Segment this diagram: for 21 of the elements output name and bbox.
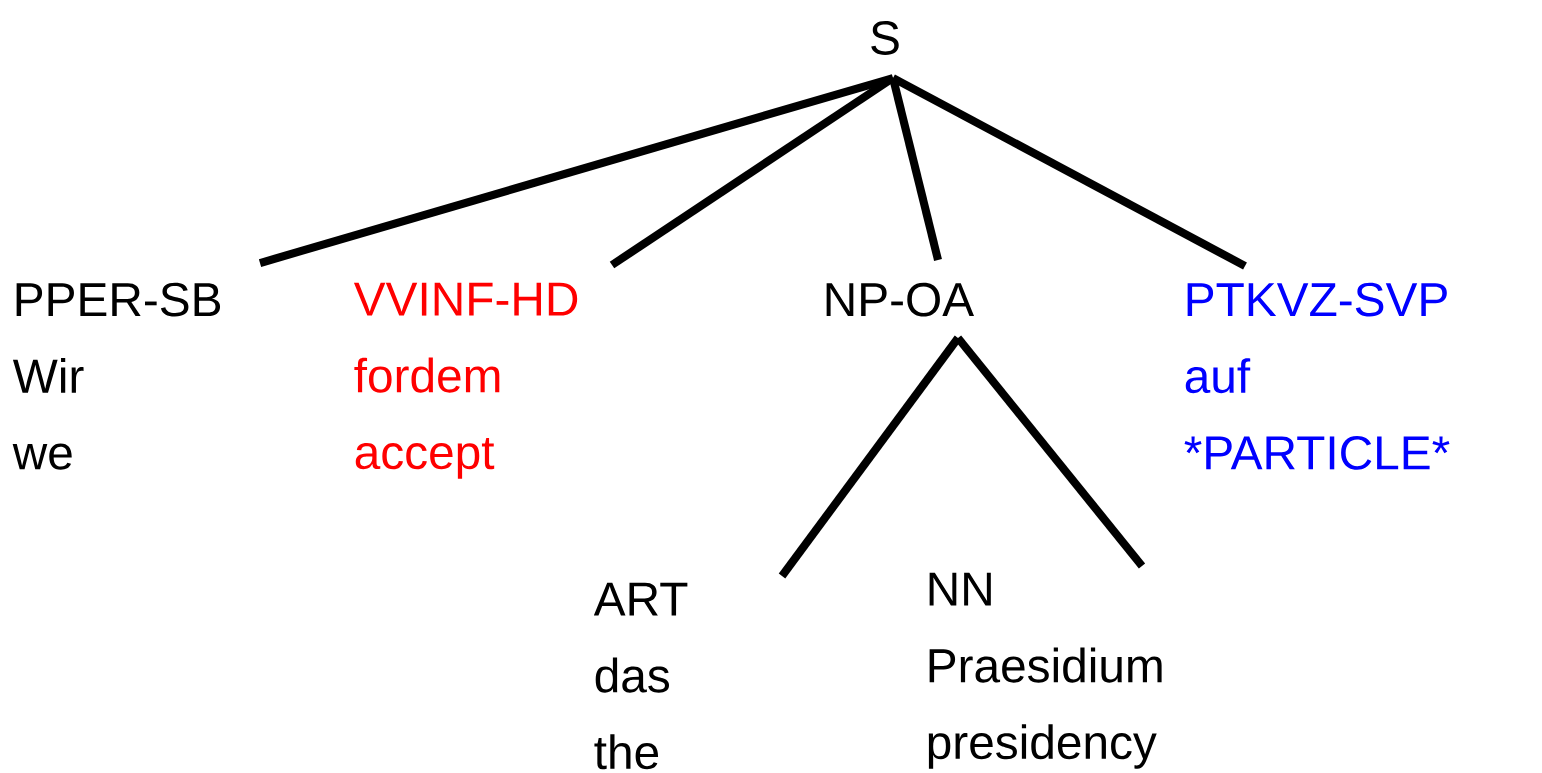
tree-branch [258,74,895,267]
gloss: *PARTICLE* [1184,436,1450,470]
word: das [595,657,670,693]
word: auf [1185,358,1251,394]
category-label: ART [593,582,688,616]
gloss: accept [355,437,495,479]
category-label: VVINF-HD [353,282,578,316]
category-label: S [871,21,899,55]
word: Praesidium [929,647,1162,683]
word: fordem [354,357,500,393]
category-label: PTKVZ-SVP [1187,282,1447,317]
category-label: NN [929,572,991,606]
tree-branch [889,77,942,261]
tree-branch [609,74,896,269]
gloss: we [12,443,72,470]
gloss: presidency [928,724,1157,769]
tree-branch [891,74,1247,270]
category-label: PPER-SB [16,282,221,317]
word: Wir [12,358,84,393]
category-label: NP-OA [826,282,974,317]
gloss: the [594,734,659,770]
